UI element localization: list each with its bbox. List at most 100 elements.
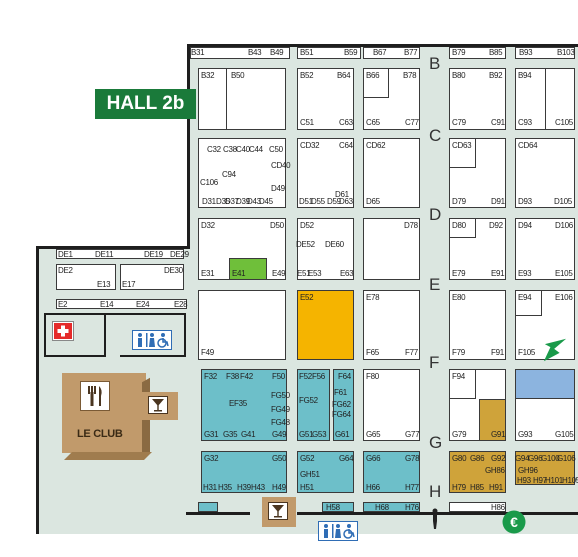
booth-label: FG64 [332,410,351,419]
booth-block-b80-b92[interactable] [449,68,506,130]
booth-e41[interactable] [229,258,267,280]
booth-block-g94-h105[interactable] [515,451,575,485]
booth-label: G66 [366,454,381,463]
booth-block-f32-g49[interactable] [201,369,287,441]
booth-label: B66 [366,71,380,80]
booth-h86[interactable] [449,502,506,512]
booth-block-g32-h49[interactable] [201,451,287,493]
booth-h58[interactable] [322,502,354,512]
booth-label: DE2 [58,266,73,275]
booth-block-c80-d91[interactable] [449,138,506,208]
room-wall [44,313,46,357]
booth-label: GH51 [300,470,320,479]
booth-block-e78-f77[interactable] [363,290,420,360]
booth-label: G61 [335,430,350,439]
booth-e52[interactable] [297,290,354,360]
booth-block-de2-e17[interactable] [56,264,116,290]
booth-label: G105 [555,430,574,439]
wall-west-top [36,246,190,249]
wall-left-upper [187,44,190,248]
booth-block-g52-h51[interactable] [297,451,354,493]
booth-label: G78 [405,454,420,463]
booth-label: E79 [452,269,466,278]
booth-block-g80-h91[interactable] [449,451,506,493]
booth-label: DE1 [58,250,73,259]
booth-label: B51 [300,48,314,57]
booth-h68-h76[interactable] [363,502,420,512]
booth-block-c78-d65[interactable] [363,138,420,208]
booth-label: E94 [518,293,532,302]
booth-label: G93 [518,430,533,439]
booth-label: F94 [452,372,465,381]
booth-block-c52-d63[interactable] [297,138,354,208]
booth-label: G106 [557,454,576,463]
booth-label: F52 [299,372,312,381]
booth-strip-b31-b49[interactable] [190,47,290,59]
row-label-h: H [429,482,442,501]
booth-label: G86 [470,454,485,463]
row-label-e: E [429,275,441,294]
booth-label: B85 [489,48,503,57]
booth-block-g66-h77[interactable] [363,451,420,493]
booth-label: B92 [489,71,503,80]
le-club-label: LE CLUB [77,428,123,440]
booth-block-d80-e91[interactable] [449,218,506,280]
booth-label: H97 [533,476,547,485]
booth-b66[interactable] [363,68,389,98]
booth-label: G52 [300,454,315,463]
booth-block-c94-d105[interactable] [515,138,575,208]
booth-strip-e2-e28[interactable] [56,299,187,309]
wall-bottom [186,512,250,515]
booth-f49[interactable] [198,290,286,360]
booth-label: B78 [403,71,417,80]
booth-block-e80-f91[interactable] [449,290,506,360]
booth-f94[interactable] [515,369,575,399]
booth-strip-b51-b59[interactable] [297,47,361,59]
booth-block-e17-de30[interactable] [120,264,184,290]
booth-block-b52-b64[interactable] [297,68,354,130]
booth-block-f78-g77[interactable] [363,369,420,441]
booth-g91[interactable] [479,399,506,441]
booth-strip-de1-de29[interactable] [56,249,184,259]
first-aid-cross-icon [52,321,74,341]
booth-label: G80 [452,454,467,463]
booth-label: E41 [232,269,246,278]
booth-block-d78-e[interactable] [363,218,420,280]
booth-label: GH86 [485,466,505,475]
location-arrow-icon [540,334,570,366]
booth-label: D55 [311,197,325,206]
booth-block-c32-d45[interactable] [198,138,286,208]
booth-c80[interactable] [449,138,476,168]
booth-label: E63 [340,269,354,278]
booth-b94[interactable] [515,68,546,130]
booth-label: F80 [366,372,379,381]
booth-block-d52-e63[interactable] [297,218,354,280]
booth-label: E51 [297,269,311,278]
booth-label: D50 [270,221,284,230]
booth-label: G96 [528,454,543,463]
booth-label: G41 [241,430,256,439]
booth-label: B79 [452,48,466,57]
booth-strip-b67-b77[interactable] [363,47,420,59]
booth-label: E52 [300,293,314,302]
booth-d80[interactable] [449,218,476,238]
booth-label: H39 [237,483,251,492]
booth-label: FG50 [271,391,290,400]
booth-b32[interactable] [198,68,227,130]
booth-label: C65 [366,118,380,127]
booth-label: H77 [405,483,419,492]
room-wall [120,355,186,357]
booth-block-d94-e105[interactable] [515,218,575,280]
booth-strip-b79-b85[interactable] [449,47,506,59]
booth-label: D65 [366,197,380,206]
booth-block-f64-g63[interactable] [333,369,354,441]
booth-f80[interactable] [449,369,476,399]
booth-label: E49 [272,269,286,278]
booth-strip-b93-b103[interactable] [515,47,575,59]
booth-label: F56 [312,372,325,381]
booth-block-b66-b78[interactable] [363,68,420,130]
booth-label: D63 [339,197,353,206]
booth-bottom-left[interactable] [198,502,218,512]
booth-block-f52-g53[interactable] [297,369,330,441]
booth-e94[interactable] [515,290,542,316]
